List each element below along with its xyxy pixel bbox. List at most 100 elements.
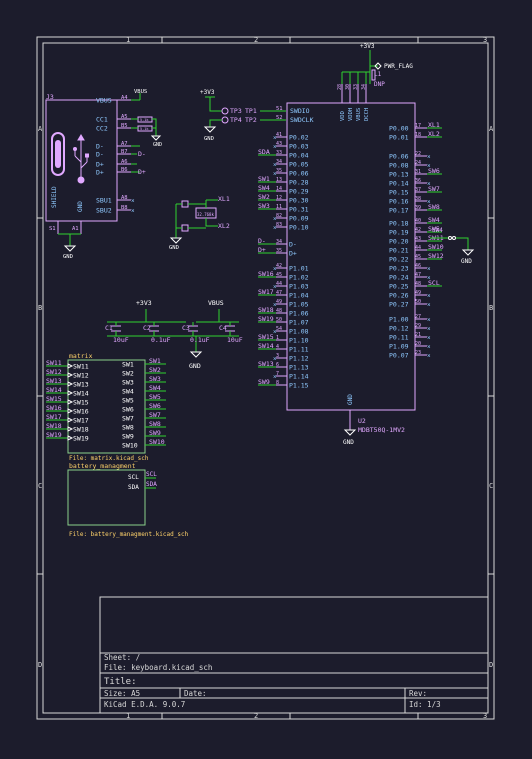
tp-power: +3V3 xyxy=(200,89,215,96)
no-connect-icon: × xyxy=(273,374,277,381)
mcu-left-pin-num: 14 xyxy=(276,186,282,192)
usb-pin-name: D- xyxy=(96,143,104,151)
battery-hier-sheet[interactable]: battery_managment File: battery_managmen… xyxy=(67,462,189,538)
mcu-left-pin-name: P1.08 xyxy=(289,328,309,336)
mcu-right-pin-name: P0.19 xyxy=(389,229,409,237)
mcu-left-pin-name: P0.04 xyxy=(289,152,309,160)
mcu-left-pin-name: P1.13 xyxy=(289,364,309,372)
mcu-left-pin-name: P1.14 xyxy=(289,373,309,381)
mcu-gnd-power: GND xyxy=(343,439,354,446)
mcu-left-pin-name: P1.01 xyxy=(289,265,309,273)
switch-gnd: GND xyxy=(461,258,472,265)
mcu-right-pin-name: P0.00 xyxy=(389,125,409,133)
crystal-xl1: XL1 xyxy=(218,195,230,203)
sheet-pin-arrow-icon xyxy=(67,363,74,369)
matrix-sheet-file: File: matrix.kicad_sch xyxy=(69,455,149,462)
no-connect-icon: × xyxy=(427,317,431,324)
mcu-right-pin-num: 49 xyxy=(415,290,421,296)
usb-trident-icon xyxy=(73,134,89,184)
matrix-left-pin: SW13 xyxy=(73,381,89,389)
mcu-right-pin-name: P0.18 xyxy=(389,220,409,228)
mcu-left-pin-num: 33 xyxy=(276,150,282,156)
mcu-swd-num-2: 52 xyxy=(276,115,283,121)
no-connect-icon: × xyxy=(273,171,277,178)
boot-switch[interactable]: SW4 GND xyxy=(430,227,475,265)
mcu-right-pin-num: 46 xyxy=(415,263,421,269)
power-flag-group[interactable]: +3V3 PWR_FLAG L1 DNP xyxy=(342,43,413,88)
usb-pin-name: SBU2 xyxy=(96,207,112,215)
caps-gnd: GND xyxy=(189,362,201,370)
mcu-left-pin-num: 83 xyxy=(276,222,282,228)
no-connect-icon: × xyxy=(427,353,431,360)
mcu-left-net-label: SW9 xyxy=(258,378,270,386)
mcu-right-pin-num: 22 xyxy=(415,151,421,157)
tool-version: KiCad E.D.A. 9.0.7 xyxy=(104,700,185,709)
usb-c-tongue xyxy=(55,140,61,168)
no-connect-icon: × xyxy=(427,266,431,273)
matrix-left-net: SW14 xyxy=(46,386,62,394)
no-connect-icon: × xyxy=(273,284,277,291)
battery-pin-scl: SCL xyxy=(128,474,139,481)
usb-pin-name: CC1 xyxy=(96,116,108,124)
col-label-top-2: 2 xyxy=(254,36,258,44)
mcu-left-pin-name: P1.06 xyxy=(289,310,309,318)
usb-pin-num: B8 xyxy=(121,205,128,211)
matrix-left-pin: SW18 xyxy=(73,426,89,434)
mcu-right-pin-num: 40 xyxy=(415,218,421,224)
mcu-left-pin-num: 49 xyxy=(276,299,282,305)
mcu-left-pin-name: P0.06 xyxy=(289,170,309,178)
tp-gnd: GND xyxy=(204,136,214,142)
mcu-right-pin-num: 45 xyxy=(415,254,421,260)
gnd-symbol-icon xyxy=(63,245,77,252)
mcu-right-pin-name: P0.14 xyxy=(389,180,409,188)
mcu-left-pin-num: 8 xyxy=(276,380,279,386)
crystal-32k[interactable]: 32.768k XL1 XL2 GND xyxy=(169,195,230,251)
usb-dp-net: D+ xyxy=(138,168,146,176)
mcu-right-pin-name: P0.24 xyxy=(389,274,409,282)
inductor-l1: L1 xyxy=(374,71,382,78)
battery-net-sda: SDA xyxy=(146,481,157,488)
tp3-ref: TP3 xyxy=(230,107,242,115)
usb-pin-num: A6 xyxy=(121,159,128,165)
mcu-right-pin-num: 17 xyxy=(415,123,421,129)
mcu-right-pin-name: P0.11 xyxy=(389,334,409,342)
caps-3v3: +3V3 xyxy=(136,299,152,307)
no-connect-icon: × xyxy=(273,144,277,151)
matrix-right-net: SW4 xyxy=(149,384,161,392)
matrix-right-net: SW2 xyxy=(149,366,161,374)
col-label-bot-1: 1 xyxy=(126,712,130,720)
col-label-bot-3: 3 xyxy=(483,712,487,720)
mcu-right-pin-num: 24 xyxy=(415,160,421,166)
mcu-left-pin-name: P0.31 xyxy=(289,206,309,214)
matrix-right-pin: SW8 xyxy=(122,424,134,432)
mcu-left-pin-num: 41 xyxy=(276,132,282,138)
cc-gnd-power: GND xyxy=(153,142,162,148)
mcu-right-pin-name: P0.07 xyxy=(389,352,409,360)
no-connect-icon: × xyxy=(273,225,277,232)
matrix-right-pin: SW5 xyxy=(122,397,134,405)
no-connect-icon: × xyxy=(273,162,277,169)
row-label-right-b: B xyxy=(489,304,493,312)
usb-pin-s1: S1 xyxy=(49,226,56,232)
row-label-left-a: A xyxy=(38,125,43,133)
battery-pin-sda: SDA xyxy=(128,484,139,491)
usb-pin-num: B7 xyxy=(121,149,128,155)
mcu-right-pin-name: P0.12 xyxy=(389,325,409,333)
sheet-date: Date: xyxy=(184,689,207,698)
mcu-left-pin-num: 3 xyxy=(276,353,279,359)
mcu-left-pin-num: 35 xyxy=(276,248,282,254)
test-points[interactable]: +3V3 GND TP3 TP1 TP4 TP2 xyxy=(200,89,286,142)
mcu-right-pin-name: P0.21 xyxy=(389,247,409,255)
mcu-right-net-label: SW10 xyxy=(428,243,444,251)
mcu-right-net-label: SW7 xyxy=(428,185,440,193)
mcu-left-net-label: SW14 xyxy=(258,342,274,350)
mcu-left-net-label: SW4 xyxy=(258,184,270,192)
matrix-left-net: SW15 xyxy=(46,395,62,403)
mcu-swd-num-1: 51 xyxy=(276,106,283,112)
